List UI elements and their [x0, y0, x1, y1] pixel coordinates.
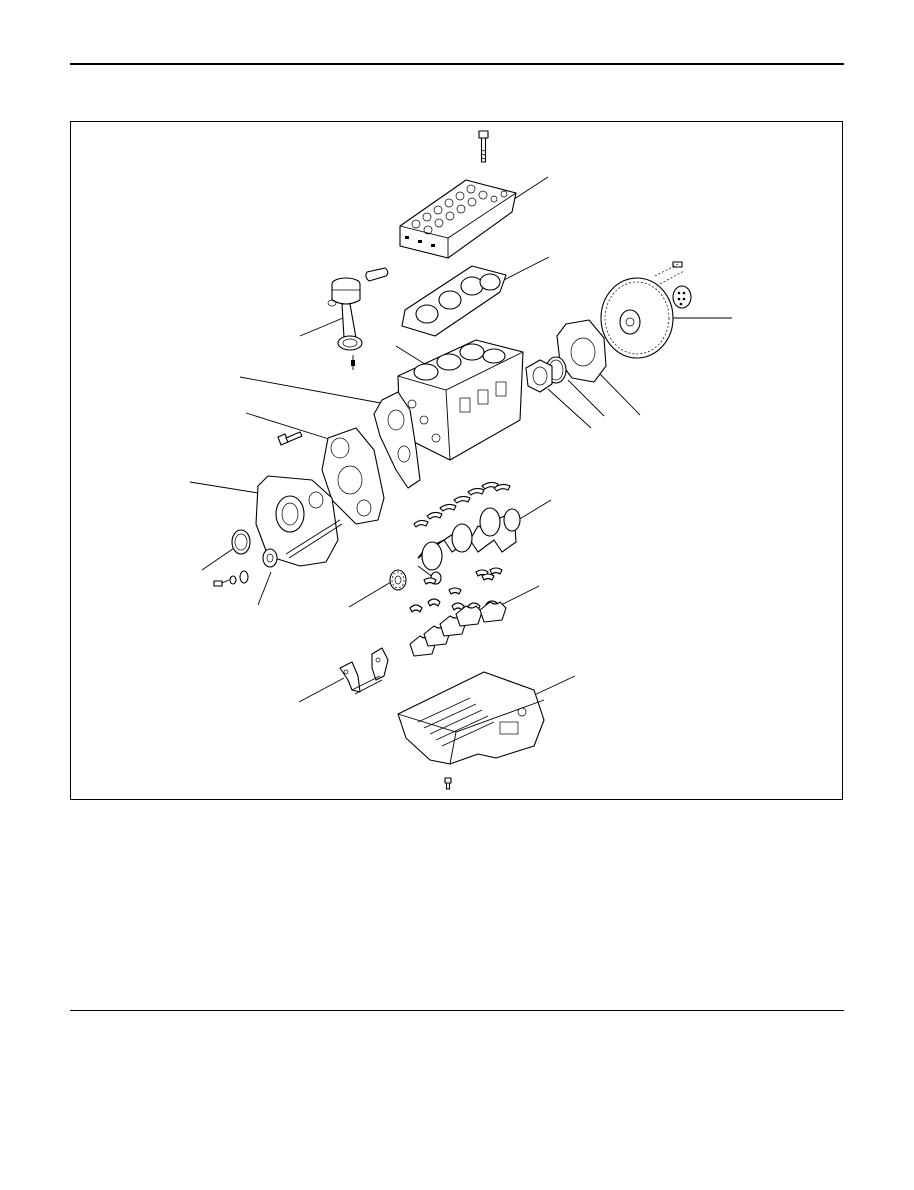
flywheel — [600, 261, 692, 359]
leader-cylinder-block — [395, 345, 429, 367]
timing-gear-case — [255, 475, 339, 567]
figure-frame — [70, 121, 843, 800]
leader-rear-seal — [567, 379, 605, 417]
cylinder-head-gasket — [401, 265, 507, 337]
header-rule — [70, 63, 844, 65]
crankshaft-gear — [389, 569, 407, 591]
main-bearing-cap — [409, 601, 507, 657]
leader-idler-gear — [257, 571, 272, 606]
leader-main-bearing — [496, 585, 540, 608]
leader-front-plate — [245, 412, 333, 441]
footer-rule — [70, 1010, 844, 1011]
thrust-bearing — [423, 567, 503, 595]
front-plate-gasket — [373, 391, 421, 489]
timing-case-bolt — [277, 431, 303, 446]
oil-strainer — [339, 647, 389, 695]
oil-seal-retainer — [525, 359, 553, 393]
idler-gear — [262, 519, 343, 568]
leader-oil-strainer — [298, 677, 345, 703]
leader-piston — [299, 317, 344, 337]
front-oil-seal — [213, 529, 251, 587]
oil-pan — [397, 671, 545, 790]
leader-head-gasket — [499, 256, 550, 283]
leader-rear-plate — [597, 371, 641, 416]
leader-crank-gear — [348, 581, 392, 608]
drain-plug — [444, 777, 452, 790]
leader-oil-pan — [529, 675, 576, 698]
front-plate — [277, 427, 385, 525]
crankshaft — [417, 507, 521, 585]
leader-gear-case — [189, 481, 259, 494]
piston-and-connecting-rod — [327, 267, 389, 370]
cylinder-head — [399, 179, 517, 259]
cylinder-block — [397, 339, 524, 461]
upper-main-bearing — [413, 481, 511, 528]
leader-seal-retainer — [547, 388, 592, 429]
leader-front-gasket — [239, 376, 387, 405]
leader-lines — [189, 176, 732, 703]
rear-plate — [556, 319, 607, 383]
cylinder-head-bolt — [478, 130, 489, 163]
